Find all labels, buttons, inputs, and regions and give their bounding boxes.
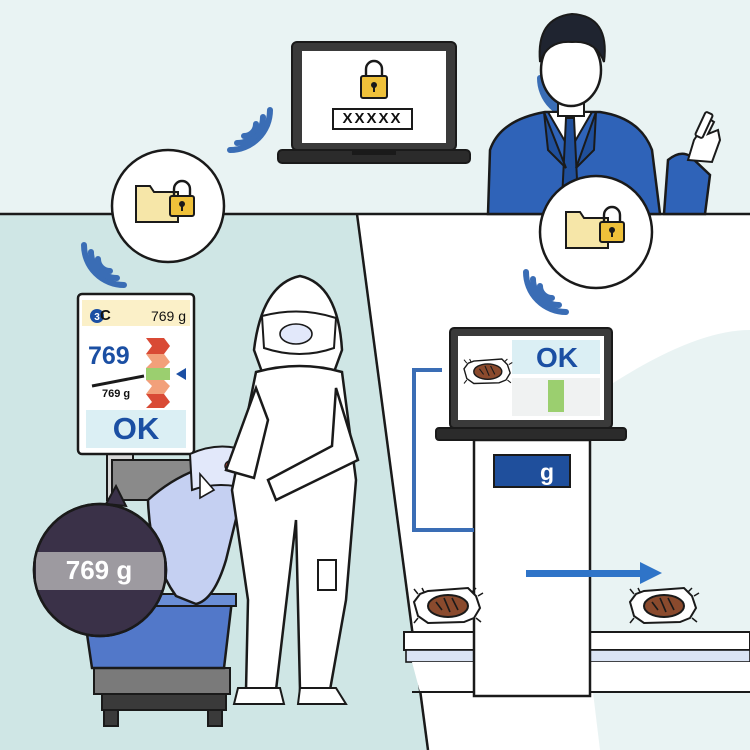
worker-figure <box>224 274 360 705</box>
kiosk-unit-label: g <box>539 459 555 485</box>
folder-lock-icon <box>110 148 226 264</box>
weight-callout-bubble <box>32 483 168 638</box>
kiosk-screen-status: OK <box>536 342 578 373</box>
zone-label: C <box>86 306 126 326</box>
scale-small-value: 769 g <box>102 388 131 400</box>
zone-letter: C <box>100 307 111 324</box>
password-mask: XXXXX <box>342 110 403 127</box>
scale-terminal: 3 <box>76 292 196 501</box>
food-package-icon <box>629 587 700 624</box>
scale-status: OK <box>112 411 160 446</box>
zone-number: 3 <box>94 312 100 323</box>
laptop-lock-icon <box>277 41 471 164</box>
weighing-kiosk <box>412 327 627 698</box>
admin-figure <box>486 12 722 216</box>
folder-lock-icon <box>538 174 654 290</box>
food-package-icon <box>463 358 513 385</box>
scale-big-value: 769 <box>88 342 130 370</box>
food-package-icon <box>413 587 484 624</box>
arrow-right-icon <box>526 562 662 584</box>
scale-weight: 769 g <box>150 308 186 324</box>
callout-weight: 769 g <box>65 555 133 585</box>
